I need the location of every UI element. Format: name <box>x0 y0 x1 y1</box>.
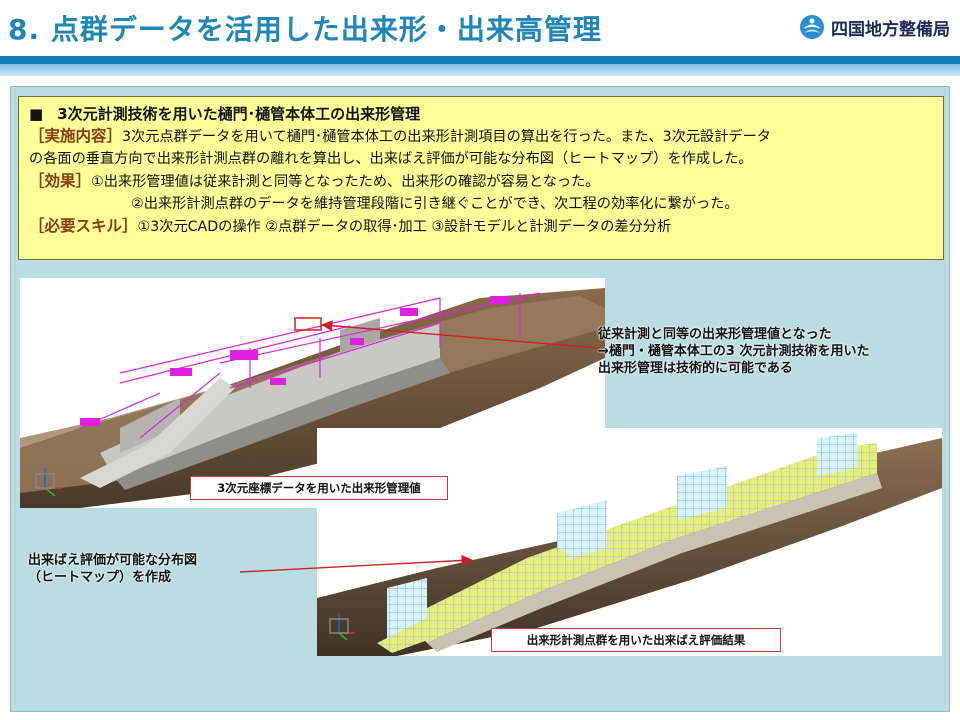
org-logo: 四国地方整備局 <box>799 12 950 42</box>
effect-label: ［効果］ <box>29 172 92 190</box>
heatmap-evaluation-image <box>317 428 942 656</box>
content-label: ［実施内容］ <box>29 127 123 145</box>
arrow-to-measurement <box>321 320 599 349</box>
figure1-note: 従来計測と同等の出来形管理値となった →樋門・樋管本体工の3 次元計測技術を用い… <box>598 326 948 377</box>
figure2-note-line1: 出来ばえ評価が可能な分布図 <box>28 553 198 568</box>
figure1-caption: 3次元座標データを用いた出来形管理値 <box>190 476 448 500</box>
figure2-caption: 出来形計測点群を用いた出来ばえ評価結果 <box>491 628 781 652</box>
figure1-note-line1: 従来計測と同等の出来形管理値となった <box>598 327 832 342</box>
skills-text: ①3次元CADの操作 ②点群データの取得･加工 ③設計モデルと計測データの差分分… <box>137 219 672 235</box>
page-title: 8. 点群データを活用した出来形・出来高管理 <box>8 13 602 46</box>
point-cloud-drawing <box>20 288 605 508</box>
figure2-note-line2: （ヒートマップ）を作成 <box>28 570 172 585</box>
bullet-square-icon: ■ <box>29 105 44 123</box>
effect-line-1: ［効果］①出来形管理値は従来計測と同等となったため、出来形の確認が容易となった。 <box>29 170 933 193</box>
arrow-to-heatmap <box>239 554 473 573</box>
content-text-1: 3次元点群データを用いて樋門･樋管本体工の出来形計測項目の算出を行った。また、3… <box>122 129 771 145</box>
summary-heading-text: 3次元計測技術を用いた樋門･樋管本体工の出来形管理 <box>57 105 421 123</box>
org-name: 四国地方整備局 <box>831 19 950 40</box>
heatmap-drawing <box>317 433 942 656</box>
skills-label: ［必要スキル］ <box>29 217 138 235</box>
figure1-note-line3: 出来形管理は技術的に可能である <box>598 361 793 376</box>
skills-line: ［必要スキル］①3次元CADの操作 ②点群データの取得･加工 ③設計モデルと計測… <box>29 215 933 238</box>
effect-line-2: ②出来形計測点群のデータを維持管理段階に引き継ぐことができ、次工程の効率化に繋が… <box>131 196 739 212</box>
effect-text-1: ①出来形管理値は従来計測と同等となったため、出来形の確認が容易となった。 <box>91 174 600 190</box>
content-line-1: ［実施内容］3次元点群データを用いて樋門･樋管本体工の出来形計測項目の算出を行っ… <box>29 125 933 148</box>
figure1-note-line2: →樋門・樋管本体工の3 次元計測技術を用いた <box>598 344 870 359</box>
summary-heading: ■ 3次元計測技術を用いた樋門･樋管本体工の出来形管理 <box>29 103 933 125</box>
org-emblem-icon <box>800 15 824 39</box>
summary-box: ■ 3次元計測技術を用いた樋門･樋管本体工の出来形管理 ［実施内容］3次元点群デー… <box>18 96 944 260</box>
header-band <box>0 56 960 64</box>
header-band-gradient <box>0 64 960 76</box>
figure2-note: 出来ばえ評価が可能な分布図 （ヒートマップ）を作成 <box>28 552 308 586</box>
content-line-2: の各面の垂直方向で出来形計測点群の離れを算出し、出来ばえ評価が可能な分布図（ヒー… <box>29 151 753 167</box>
